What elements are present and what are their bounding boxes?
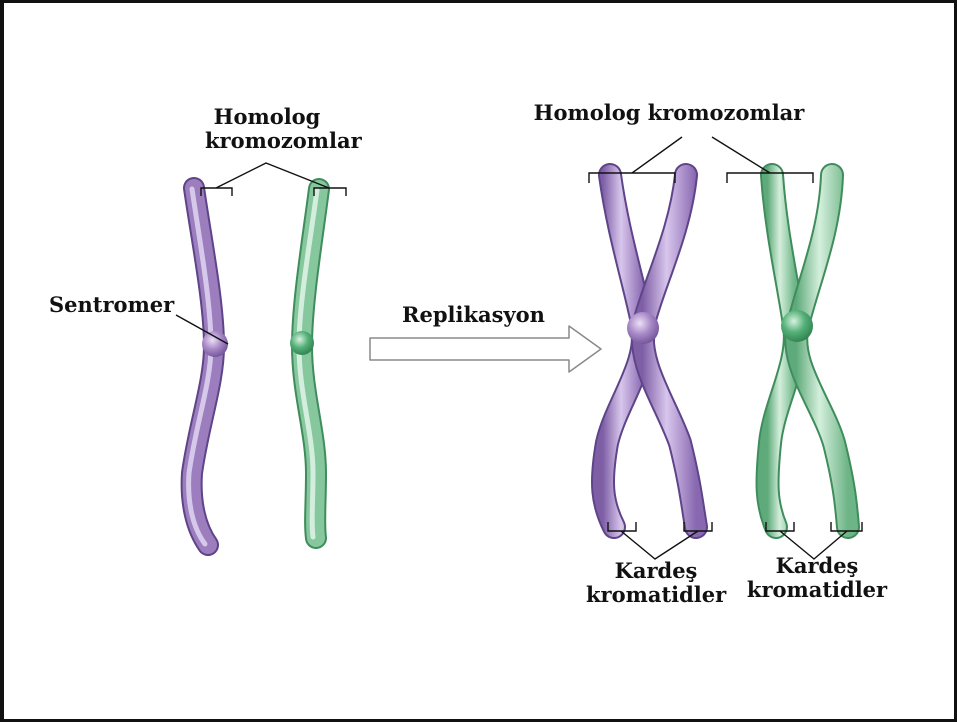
purple-centromere-replicated (627, 312, 659, 344)
sister-label-right-line2: kromatidler (742, 578, 892, 602)
sister-label-left-line1: Kardeş (586, 559, 726, 583)
green-centromere-replicated (781, 310, 813, 342)
green-chromosome-single (299, 189, 319, 538)
purple-chromosome-replicated (603, 175, 696, 527)
purple-centromere-single (202, 331, 228, 357)
homolog-label-right: Homolog kromozomlar (524, 101, 814, 125)
sister-label-right-line1: Kardeş (742, 554, 892, 578)
sentromer-label: Sentromer (49, 293, 189, 317)
replikasyon-label: Replikasyon (402, 303, 562, 327)
sister-label-left-line2: kromatidler (586, 583, 726, 607)
replication-arrow (370, 326, 601, 372)
homolog-label-left: Homolog kromozomlar (205, 105, 329, 153)
homolog-label-left-line2: kromozomlar (205, 129, 329, 153)
purple-chromosome-single (189, 188, 214, 545)
green-chromosome-replicated (768, 175, 848, 527)
green-centromere-single (290, 331, 314, 355)
homolog-label-left-line1: Homolog (205, 105, 329, 129)
sister-chromatids-label-right: Kardeş kromatidler (742, 554, 892, 602)
sister-chromatids-label-left: Kardeş kromatidler (586, 559, 726, 607)
